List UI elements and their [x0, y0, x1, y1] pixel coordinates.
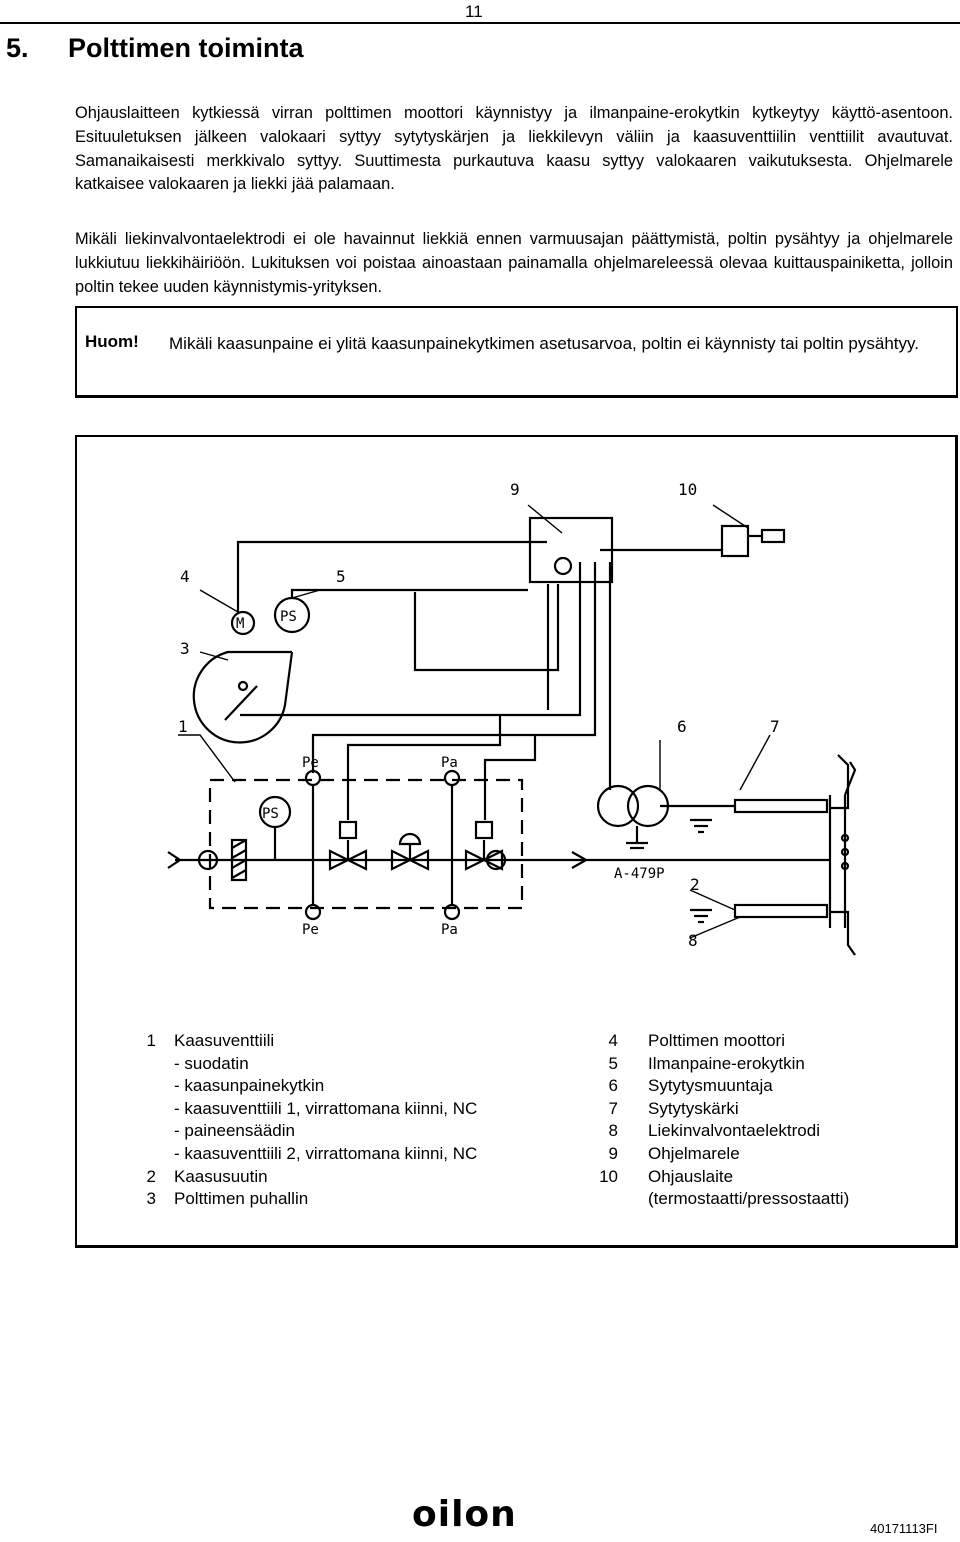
callout-7: 7 — [770, 717, 780, 736]
gas-pressure-switch-label: PS — [262, 806, 279, 822]
legend-text: - suodatin — [174, 1053, 249, 1073]
note-label: Huom! — [85, 332, 139, 351]
callout-6: 6 — [677, 717, 687, 736]
legend-text: Kaasusuutin — [174, 1166, 268, 1186]
legend-item: - kaasuventtiili 1, virrattomana kiinni,… — [140, 1098, 560, 1121]
legend-item: (termostaatti/pressostaatti) — [590, 1188, 930, 1211]
legend-text: - kaasuventtiili 1, virrattomana kiinni,… — [174, 1098, 478, 1118]
header-rule — [0, 22, 960, 24]
pressure-switch-label: PS — [280, 609, 297, 625]
callout-1: 1 — [178, 717, 188, 736]
legend-text: - kaasunpainekytkin — [174, 1076, 325, 1096]
legend-item: - paineensäädin — [140, 1120, 560, 1143]
callout-8: 8 — [688, 931, 698, 950]
paragraph-operation: Ohjauslaitteen kytkiessä virran polttime… — [75, 104, 953, 194]
legend-item: 5 Ilmanpaine-erokytkin — [590, 1053, 930, 1076]
callout-4: 4 — [180, 567, 190, 586]
legend-item: 4 Polttimen moottori — [590, 1030, 930, 1053]
page-number: 11 — [465, 2, 483, 21]
motor-label: M — [236, 616, 244, 632]
legend-item: - suodatin — [140, 1053, 560, 1076]
diagram-frame — [75, 435, 958, 1248]
legend-item: 9 Ohjelmarele — [590, 1143, 930, 1166]
callout-9: 9 — [510, 480, 520, 499]
note-text: Mikäli kaasunpaine ei ylitä kaasunpainek… — [169, 334, 919, 353]
callout-10: 10 — [678, 480, 697, 499]
legend-item: 10 Ohjauslaite — [590, 1166, 930, 1189]
legend-text: Sytytysmuuntaja — [648, 1076, 773, 1096]
pe-label-top: Pe — [302, 755, 319, 771]
legend-text: Ohjelmarele — [648, 1143, 740, 1163]
legend-number: 6 — [608, 1076, 618, 1096]
legend-number: 7 — [608, 1098, 618, 1118]
callout-2: 2 — [690, 875, 700, 894]
pe-label-bottom: Pe — [302, 922, 319, 938]
callout-5: 5 — [336, 567, 346, 586]
legend-left: 1 Kaasuventtiili - suodatin - kaasunpaine… — [140, 1030, 560, 1211]
section-number: 5. — [6, 33, 29, 63]
legend-text: Polttimen moottori — [648, 1031, 785, 1050]
callout-3: 3 — [180, 639, 190, 658]
burner-schematic: 9 10 4 5 3 1 6 7 2 8 M PS PS Pe Pa Pe Pa… — [167, 480, 857, 956]
pa-label-bottom: Pa — [441, 922, 458, 938]
legend-text: Kaasuventtiili — [174, 1031, 275, 1050]
section-title: 5. Polttimen toiminta — [6, 33, 304, 64]
legend-item: 3 Polttimen puhallin — [140, 1188, 560, 1211]
legend-item: - kaasuventtiili 2, virrattomana kiinni,… — [140, 1143, 560, 1166]
legend-text: - paineensäädin — [174, 1121, 295, 1141]
legend-number: 5 — [608, 1053, 618, 1073]
legend-text: Ohjauslaite — [648, 1166, 734, 1186]
paragraph-flame-failure: Mikäli liekinvalvontaelektrodi ei ole ha… — [75, 230, 953, 296]
legend-right: 4 Polttimen moottori 5 Ilmanpaine-erokytki… — [590, 1030, 930, 1211]
legend-text: Ilmanpaine-erokytkin — [648, 1053, 805, 1073]
legend-text: - kaasuventtiili 2, virrattomana kiinni,… — [174, 1143, 478, 1163]
pa-label-top: Pa — [441, 755, 458, 771]
legend-item: 2 Kaasusuutin — [140, 1166, 560, 1189]
oilon-logo: oilon — [412, 1494, 517, 1535]
model-label: A-479P — [614, 866, 665, 882]
legend-item: 8 Liekinvalvontaelektrodi — [590, 1120, 930, 1143]
legend-number: 2 — [146, 1166, 156, 1186]
legend-item: 7 Sytytyskärki — [590, 1098, 930, 1121]
legend-number: 8 — [608, 1121, 618, 1141]
legend-number: 10 — [599, 1166, 618, 1186]
legend-text: Sytytyskärki — [648, 1098, 739, 1118]
legend-text: Polttimen puhallin — [174, 1189, 309, 1209]
document-number: 40171113FI — [870, 1521, 938, 1536]
legend-text: Liekinvalvontaelektrodi — [648, 1121, 820, 1141]
legend-number: 4 — [608, 1031, 618, 1050]
legend-item: - kaasunpainekytkin — [140, 1075, 560, 1098]
legend-item: 1 Kaasuventtiili — [140, 1030, 560, 1053]
legend-number: 9 — [608, 1143, 618, 1163]
legend-number: 3 — [146, 1189, 156, 1209]
legend-number: 1 — [146, 1031, 156, 1050]
note-box: Huom! Mikäli kaasunpaine ei ylitä kaasun… — [75, 306, 958, 398]
section-title-text: Polttimen toiminta — [68, 33, 304, 63]
legend-text: (termostaatti/pressostaatti) — [648, 1189, 850, 1209]
legend-item: 6 Sytytysmuuntaja — [590, 1075, 930, 1098]
